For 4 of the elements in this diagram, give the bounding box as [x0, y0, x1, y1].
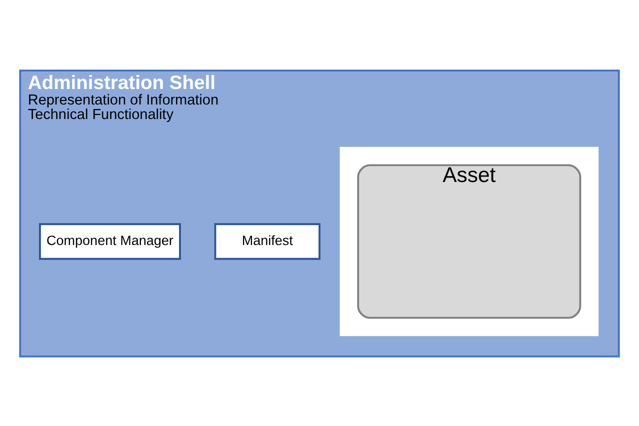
- node-box: Component Manager: [38, 222, 181, 260]
- node-box: Manifest: [214, 222, 320, 260]
- node-box: Asset: [357, 164, 582, 318]
- cluster: [338, 144, 600, 338]
